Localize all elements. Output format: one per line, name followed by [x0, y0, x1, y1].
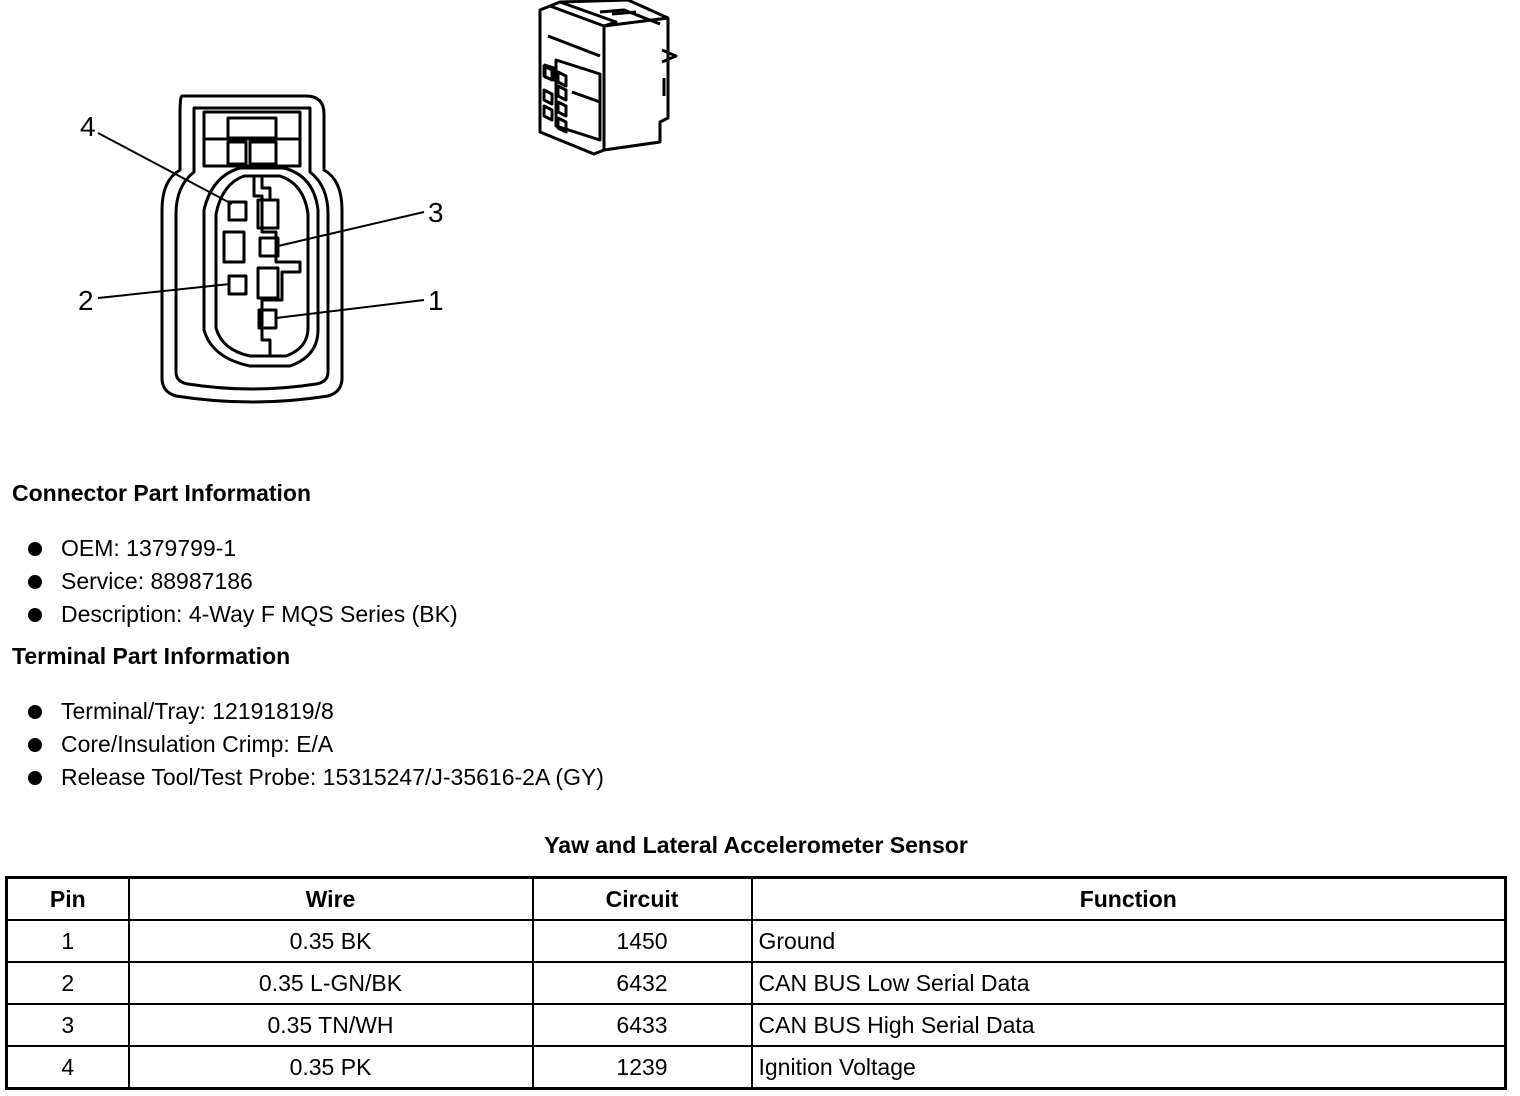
- circuit-cell: 1450: [531, 919, 753, 963]
- column-header-pin: Pin: [5, 876, 130, 921]
- list-item: OEM: 1379799-1: [28, 532, 458, 565]
- wire-cell: 0.35 L-GN/BK: [127, 961, 534, 1005]
- connector-info-list: OEM: 1379799-1 Service: 88987186 Descrip…: [28, 532, 458, 631]
- circuit-cell: 6432: [531, 961, 753, 1005]
- wire-cell: 0.35 TN/WH: [127, 1003, 534, 1047]
- pin-cell: 4: [5, 1045, 130, 1090]
- bullet-icon: [28, 541, 42, 556]
- pin-2-label: 2: [78, 285, 94, 316]
- column-header-function: Function: [750, 876, 1507, 921]
- terminal-info-list: Terminal/Tray: 12191819/8 Core/Insulatio…: [28, 695, 604, 794]
- table-header-row: Pin Wire Circuit Function: [5, 876, 1507, 921]
- connector-diagram: 4 3 2 1: [78, 0, 678, 404]
- function-cell: CAN BUS Low Serial Data: [750, 961, 1507, 1005]
- circuit-cell: 6433: [531, 1003, 753, 1047]
- connector-info-heading: Connector Part Information: [12, 480, 312, 506]
- connector-cavity: [202, 166, 320, 368]
- pin-1-cavity: [257, 308, 278, 330]
- pinout-table: Pin Wire Circuit Function 1 0.35 BK 1450…: [5, 876, 1507, 1090]
- pin-cell: 3: [5, 1003, 130, 1047]
- wire-cell: 0.35 PK: [127, 1045, 534, 1090]
- pin-4-label: 4: [80, 111, 96, 142]
- pin-cell: 2: [5, 961, 130, 1005]
- bullet-icon: [28, 737, 42, 752]
- pin-1-label: 1: [428, 285, 444, 316]
- pin-4-cavity: [227, 200, 248, 222]
- list-item: Terminal/Tray: 12191819/8: [28, 695, 604, 728]
- terminal-info-heading: Terminal Part Information: [12, 643, 291, 669]
- table-row: 1 0.35 BK 1450 Ground: [5, 919, 1507, 963]
- pin-2-leader: [97, 283, 231, 299]
- bullet-icon: [28, 704, 42, 719]
- function-cell: CAN BUS High Serial Data: [750, 1003, 1507, 1047]
- table-row: 2 0.35 L-GN/BK 6432 CAN BUS Low Serial D…: [5, 961, 1507, 1005]
- table-title: Yaw and Lateral Accelerometer Sensor: [544, 832, 968, 858]
- column-header-wire: Wire: [127, 876, 534, 921]
- list-item: Release Tool/Test Probe: 15315247/J-3561…: [28, 761, 604, 794]
- list-item: Service: 88987186: [28, 565, 458, 598]
- pin-1-leader: [275, 299, 425, 319]
- bullet-icon: [28, 607, 42, 622]
- function-cell: Ignition Voltage: [750, 1045, 1507, 1090]
- bullet-icon: [28, 770, 42, 785]
- bullet-icon: [28, 574, 42, 589]
- pin-3-leader: [277, 211, 425, 247]
- table-row: 4 0.35 PK 1239 Ignition Voltage: [5, 1045, 1507, 1090]
- pin-2-cavity: [227, 274, 248, 296]
- pin-cell: 1: [5, 919, 130, 963]
- column-header-circuit: Circuit: [531, 876, 753, 921]
- connector-face-inner-shell: [174, 106, 330, 391]
- list-item: Core/Insulation Crimp: E/A: [28, 728, 604, 761]
- pin-4-leader: [97, 132, 233, 205]
- table-row: 3 0.35 TN/WH 6433 CAN BUS High Serial Da…: [5, 1003, 1507, 1047]
- list-item: Description: 4-Way F MQS Series (BK): [28, 598, 458, 631]
- connector-isometric-view: [538, 0, 678, 156]
- pin-3-cavity: [258, 236, 280, 258]
- pin-3-label: 3: [428, 197, 444, 228]
- function-cell: Ground: [750, 919, 1507, 963]
- circuit-cell: 1239: [531, 1045, 753, 1090]
- wire-cell: 0.35 BK: [127, 919, 534, 963]
